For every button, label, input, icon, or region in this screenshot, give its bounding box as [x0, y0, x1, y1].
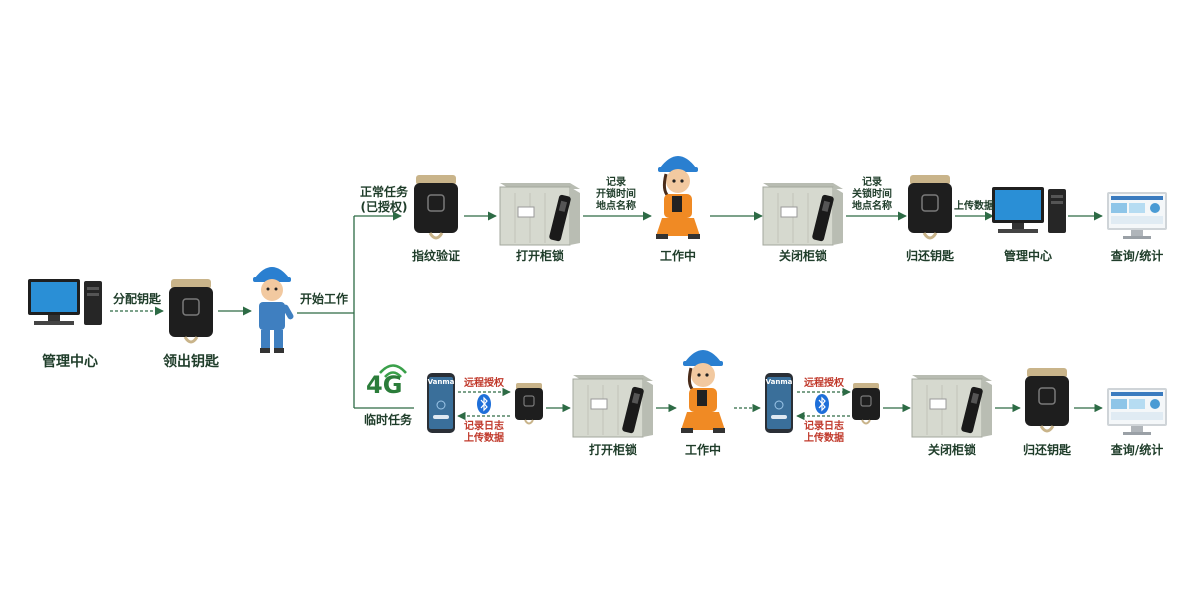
label-management-center-2: 管理中心 [1003, 249, 1053, 263]
worker-blue-icon [253, 267, 295, 353]
label-return-key: 归还钥匙 [905, 249, 955, 263]
label-fingerprint: 指纹验证 [411, 249, 461, 263]
label-close-cabinet-2: 关闭柜锁 [927, 443, 977, 457]
label-query-stats: 查询/统计 [1110, 249, 1164, 263]
label-log-upload: 上传数据 [464, 433, 504, 444]
label-record-close-1: 记录 [862, 177, 882, 188]
key-device-return-icon-2 [1023, 366, 1071, 433]
label-remote-auth-2: 远程授权 [804, 378, 844, 389]
label-log-record-2: 记录日志 [804, 421, 844, 432]
label-open-cabinet-2: 打开柜锁 [588, 443, 638, 457]
worker-orange-icon [654, 154, 702, 241]
label-distribute-key: 分配钥匙 [112, 292, 162, 306]
label-temp-task: 临时任务 [363, 413, 413, 427]
key-device-fingerprint-icon [412, 173, 460, 240]
4g-icon [379, 364, 407, 378]
label-upload-data: 上传数据 [954, 201, 994, 212]
label-working-2: 工作中 [684, 443, 722, 457]
label-record-close-3: 地点名称 [852, 201, 892, 212]
label-management-center: 管理中心 [42, 354, 98, 370]
label-open-cabinet: 打开柜锁 [515, 249, 565, 263]
key-device-return-icon [906, 173, 954, 240]
management-pc-icon-2 [992, 187, 1066, 233]
label-return-key-2: 归还钥匙 [1022, 443, 1072, 457]
label-log-upload-2: 上传数据 [804, 433, 844, 444]
label-4g: 4G [366, 371, 403, 399]
dashboard-icon [1107, 192, 1167, 239]
label-normal-task: 正常任务 [359, 185, 409, 199]
label-record-open-3: 地点名称 [596, 201, 636, 212]
label-working: 工作中 [659, 249, 697, 263]
label-record-open-2: 开锁时间 [596, 189, 636, 200]
key-device-small-icon-2 [851, 382, 881, 425]
cabinet-open-icon [499, 182, 581, 246]
label-record-open-1: 记录 [606, 177, 626, 188]
label-start-work: 开始工作 [299, 292, 349, 306]
label-query-stats-2: 查询/统计 [1110, 443, 1164, 457]
dashboard-icon-2 [1107, 388, 1167, 435]
key-device-small-icon [514, 382, 544, 425]
label-remote-auth: 远程授权 [464, 378, 504, 389]
phone-brand: Vanma [427, 378, 455, 386]
key-device-icon [167, 277, 215, 344]
bluetooth-icon-2 [814, 393, 830, 415]
label-authorized: (已授权) [360, 200, 408, 214]
cabinet-close-icon [762, 182, 844, 246]
label-record-close-2: 关锁时间 [852, 189, 892, 200]
worker-orange-icon-2 [679, 348, 727, 435]
label-log-record: 记录日志 [464, 421, 504, 432]
phone-brand-2: Vanma [765, 378, 793, 386]
bluetooth-icon [476, 393, 492, 415]
label-close-cabinet: 关闭柜锁 [778, 249, 828, 263]
label-collect-key: 领出钥匙 [163, 354, 219, 370]
cabinet-close-icon-2 [911, 374, 993, 438]
cabinet-open-icon-2 [572, 374, 654, 438]
management-pc-icon [28, 279, 102, 325]
